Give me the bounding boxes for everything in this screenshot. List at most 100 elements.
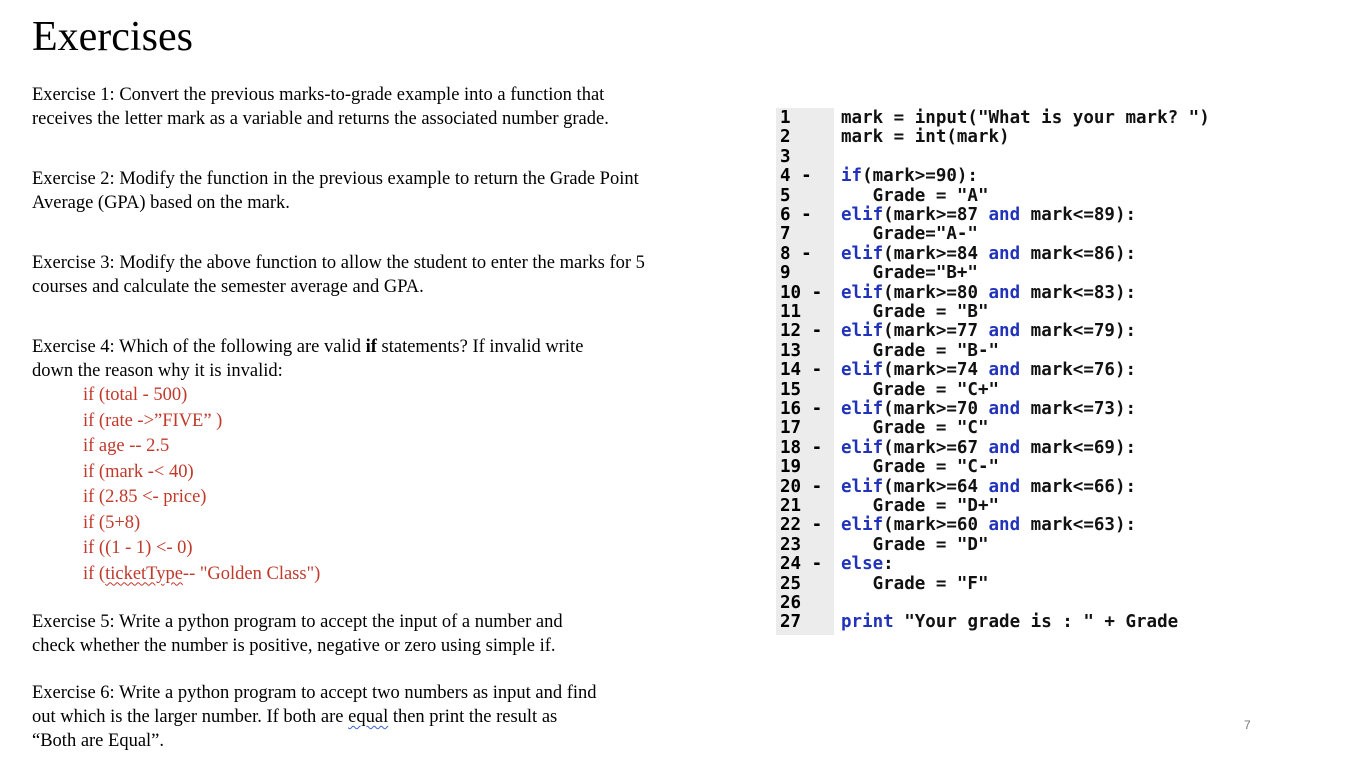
line-number: 24 -	[780, 554, 823, 575]
code-keyword: and	[988, 243, 1021, 264]
line-number: 27	[780, 612, 802, 633]
if-statement: if (total - 500)	[83, 385, 188, 405]
line-number: 2	[780, 127, 791, 148]
line-number: 10 -	[780, 282, 823, 303]
exercise-6-line-2-post: then print the result as	[388, 707, 558, 727]
code-keyword: elif	[841, 321, 884, 342]
line-number: 19	[780, 457, 802, 478]
page-number: 7	[1244, 718, 1251, 732]
code-keyword: and	[988, 360, 1021, 381]
line-number: 15	[780, 379, 802, 400]
exercise-6-line-2: out which is the larger number. If both …	[32, 705, 597, 729]
exercise-4-line-1-post: statements? If invalid write	[376, 337, 584, 357]
line-number: 4 -	[780, 166, 812, 187]
exercise-3: Exercise 3: Modify the above function to…	[32, 251, 645, 299]
if-statement: if (2.85 <- price)	[83, 487, 207, 507]
code-keyword: and	[988, 321, 1021, 342]
if-statement: if age -- 2.5	[83, 436, 170, 456]
code-text: Grade = "B"	[841, 302, 989, 322]
code-text: Grade="A-"	[841, 224, 978, 245]
code-text: Grade = "C-"	[841, 457, 1000, 478]
line-number: 11	[780, 302, 802, 322]
code-text: Grade = "C+"	[841, 379, 1000, 400]
line-number: 20 -	[780, 476, 823, 497]
code-text: elif(mark>=60 and mark<=63):	[841, 515, 1137, 536]
exercise-6-line-3: “Both are Equal”.	[32, 731, 165, 751]
code-keyword: if	[841, 166, 863, 187]
code-text: else:	[841, 554, 894, 575]
code-keyword: elif	[841, 399, 884, 419]
code-text: elif(mark>=87 and mark<=89):	[841, 205, 1137, 225]
exercise-2-line-2: Average (GPA) based on the mark.	[32, 193, 290, 213]
code-keyword: elif	[841, 515, 884, 536]
if-statement: if ((1 - 1) <- 0)	[83, 538, 193, 558]
code-text: print "Your grade is : " + Grade	[841, 612, 1179, 633]
code-text: elif(mark>=77 and mark<=79):	[841, 321, 1137, 342]
code-keyword: elif	[841, 282, 884, 303]
exercise-4-if-keyword: if	[365, 337, 377, 357]
exercise-1: Exercise 1: Convert the previous marks-t…	[32, 83, 609, 131]
line-number: 23	[780, 534, 802, 555]
code-keyword: print	[841, 612, 894, 633]
code-keyword: elif	[841, 476, 884, 497]
exercise-3-line-2: courses and calculate the semester avera…	[32, 277, 424, 297]
line-number: 18 -	[780, 437, 823, 458]
exercise-1-line-1: Exercise 1: Convert the previous marks-t…	[32, 85, 605, 105]
if-statement-list: if (total - 500) if (rate ->”FIVE” ) if …	[83, 383, 320, 587]
code-text: Grade = "F"	[841, 573, 989, 594]
line-number: 26	[780, 593, 802, 613]
code-text: elif(mark>=67 and mark<=69):	[841, 437, 1137, 458]
line-number: 14 -	[780, 360, 823, 381]
page-title: Exercises	[32, 14, 193, 60]
exercise-4-line-2: down the reason why it is invalid:	[32, 361, 283, 381]
code-keyword: and	[988, 476, 1021, 497]
exercise-5: Exercise 5: Write a python program to ac…	[32, 610, 563, 658]
code-text: elif(mark>=84 and mark<=86):	[841, 243, 1137, 264]
code-keyword: elif	[841, 243, 884, 264]
line-number: 5	[780, 185, 791, 206]
if-statement: if (5+8)	[83, 512, 141, 533]
line-number: 13	[780, 340, 802, 361]
code-keyword: elif	[841, 437, 884, 458]
code-text: elif(mark>=74 and mark<=76):	[841, 360, 1137, 381]
grammar-underlined-word: equal	[348, 707, 389, 727]
if-statement-ticket-type: if (ticketType-- "Golden Class")	[83, 562, 320, 588]
line-number: 9	[780, 263, 791, 284]
exercise-4: Exercise 4: Which of the following are v…	[32, 335, 583, 383]
spellcheck-underlined-word: ticketType	[105, 563, 183, 584]
if-statement-post: -- "Golden Class")	[182, 563, 321, 584]
line-number: 7	[780, 224, 791, 245]
code-text: Grade = "C"	[841, 418, 989, 439]
line-number: 1	[780, 108, 791, 128]
exercise-1-line-2: receives the letter mark as a variable a…	[32, 109, 609, 129]
exercise-5-line-1: Exercise 5: Write a python program to ac…	[32, 612, 563, 632]
line-number: 16 -	[780, 399, 823, 419]
line-number: 17	[780, 418, 802, 439]
code-keyword: and	[988, 515, 1021, 536]
code-keyword: and	[988, 282, 1021, 303]
line-number: 12 -	[780, 321, 823, 342]
code-keyword: elif	[841, 360, 884, 381]
code-keyword: else	[841, 554, 884, 575]
code-text: mark = int(mark)	[841, 127, 1010, 148]
exercise-3-line-1: Exercise 3: Modify the above function to…	[32, 253, 645, 273]
code-keyword: and	[988, 205, 1021, 225]
exercise-5-line-2: check whether the number is positive, ne…	[32, 636, 556, 656]
exercise-4-line-1-pre: Exercise 4: Which of the following are v…	[32, 337, 366, 357]
code-keyword: elif	[841, 205, 884, 225]
code-keyword: and	[988, 437, 1021, 458]
code-text: Grade = "B-"	[841, 340, 1000, 361]
line-number: 21	[780, 496, 802, 516]
code-snippet-panel: 1 mark = input("What is your mark? ") 2 mar…	[776, 108, 1306, 635]
code-text: mark = input("What is your mark? ")	[841, 108, 1210, 128]
code-text: Grade = "D"	[841, 534, 989, 555]
line-number: 22 -	[780, 515, 823, 536]
exercise-2-line-1: Exercise 2: Modify the function in the p…	[32, 169, 639, 189]
exercise-6-line-1: Exercise 6: Write a python program to ac…	[32, 683, 597, 703]
code-text: elif(mark>=64 and mark<=66):	[841, 476, 1137, 497]
line-number: 3	[780, 146, 791, 167]
code-text: if(mark>=90):	[841, 166, 978, 187]
if-statement: if (rate ->”FIVE” )	[83, 410, 223, 431]
line-number: 6 -	[780, 205, 812, 225]
exercise-2: Exercise 2: Modify the function in the p…	[32, 167, 639, 215]
